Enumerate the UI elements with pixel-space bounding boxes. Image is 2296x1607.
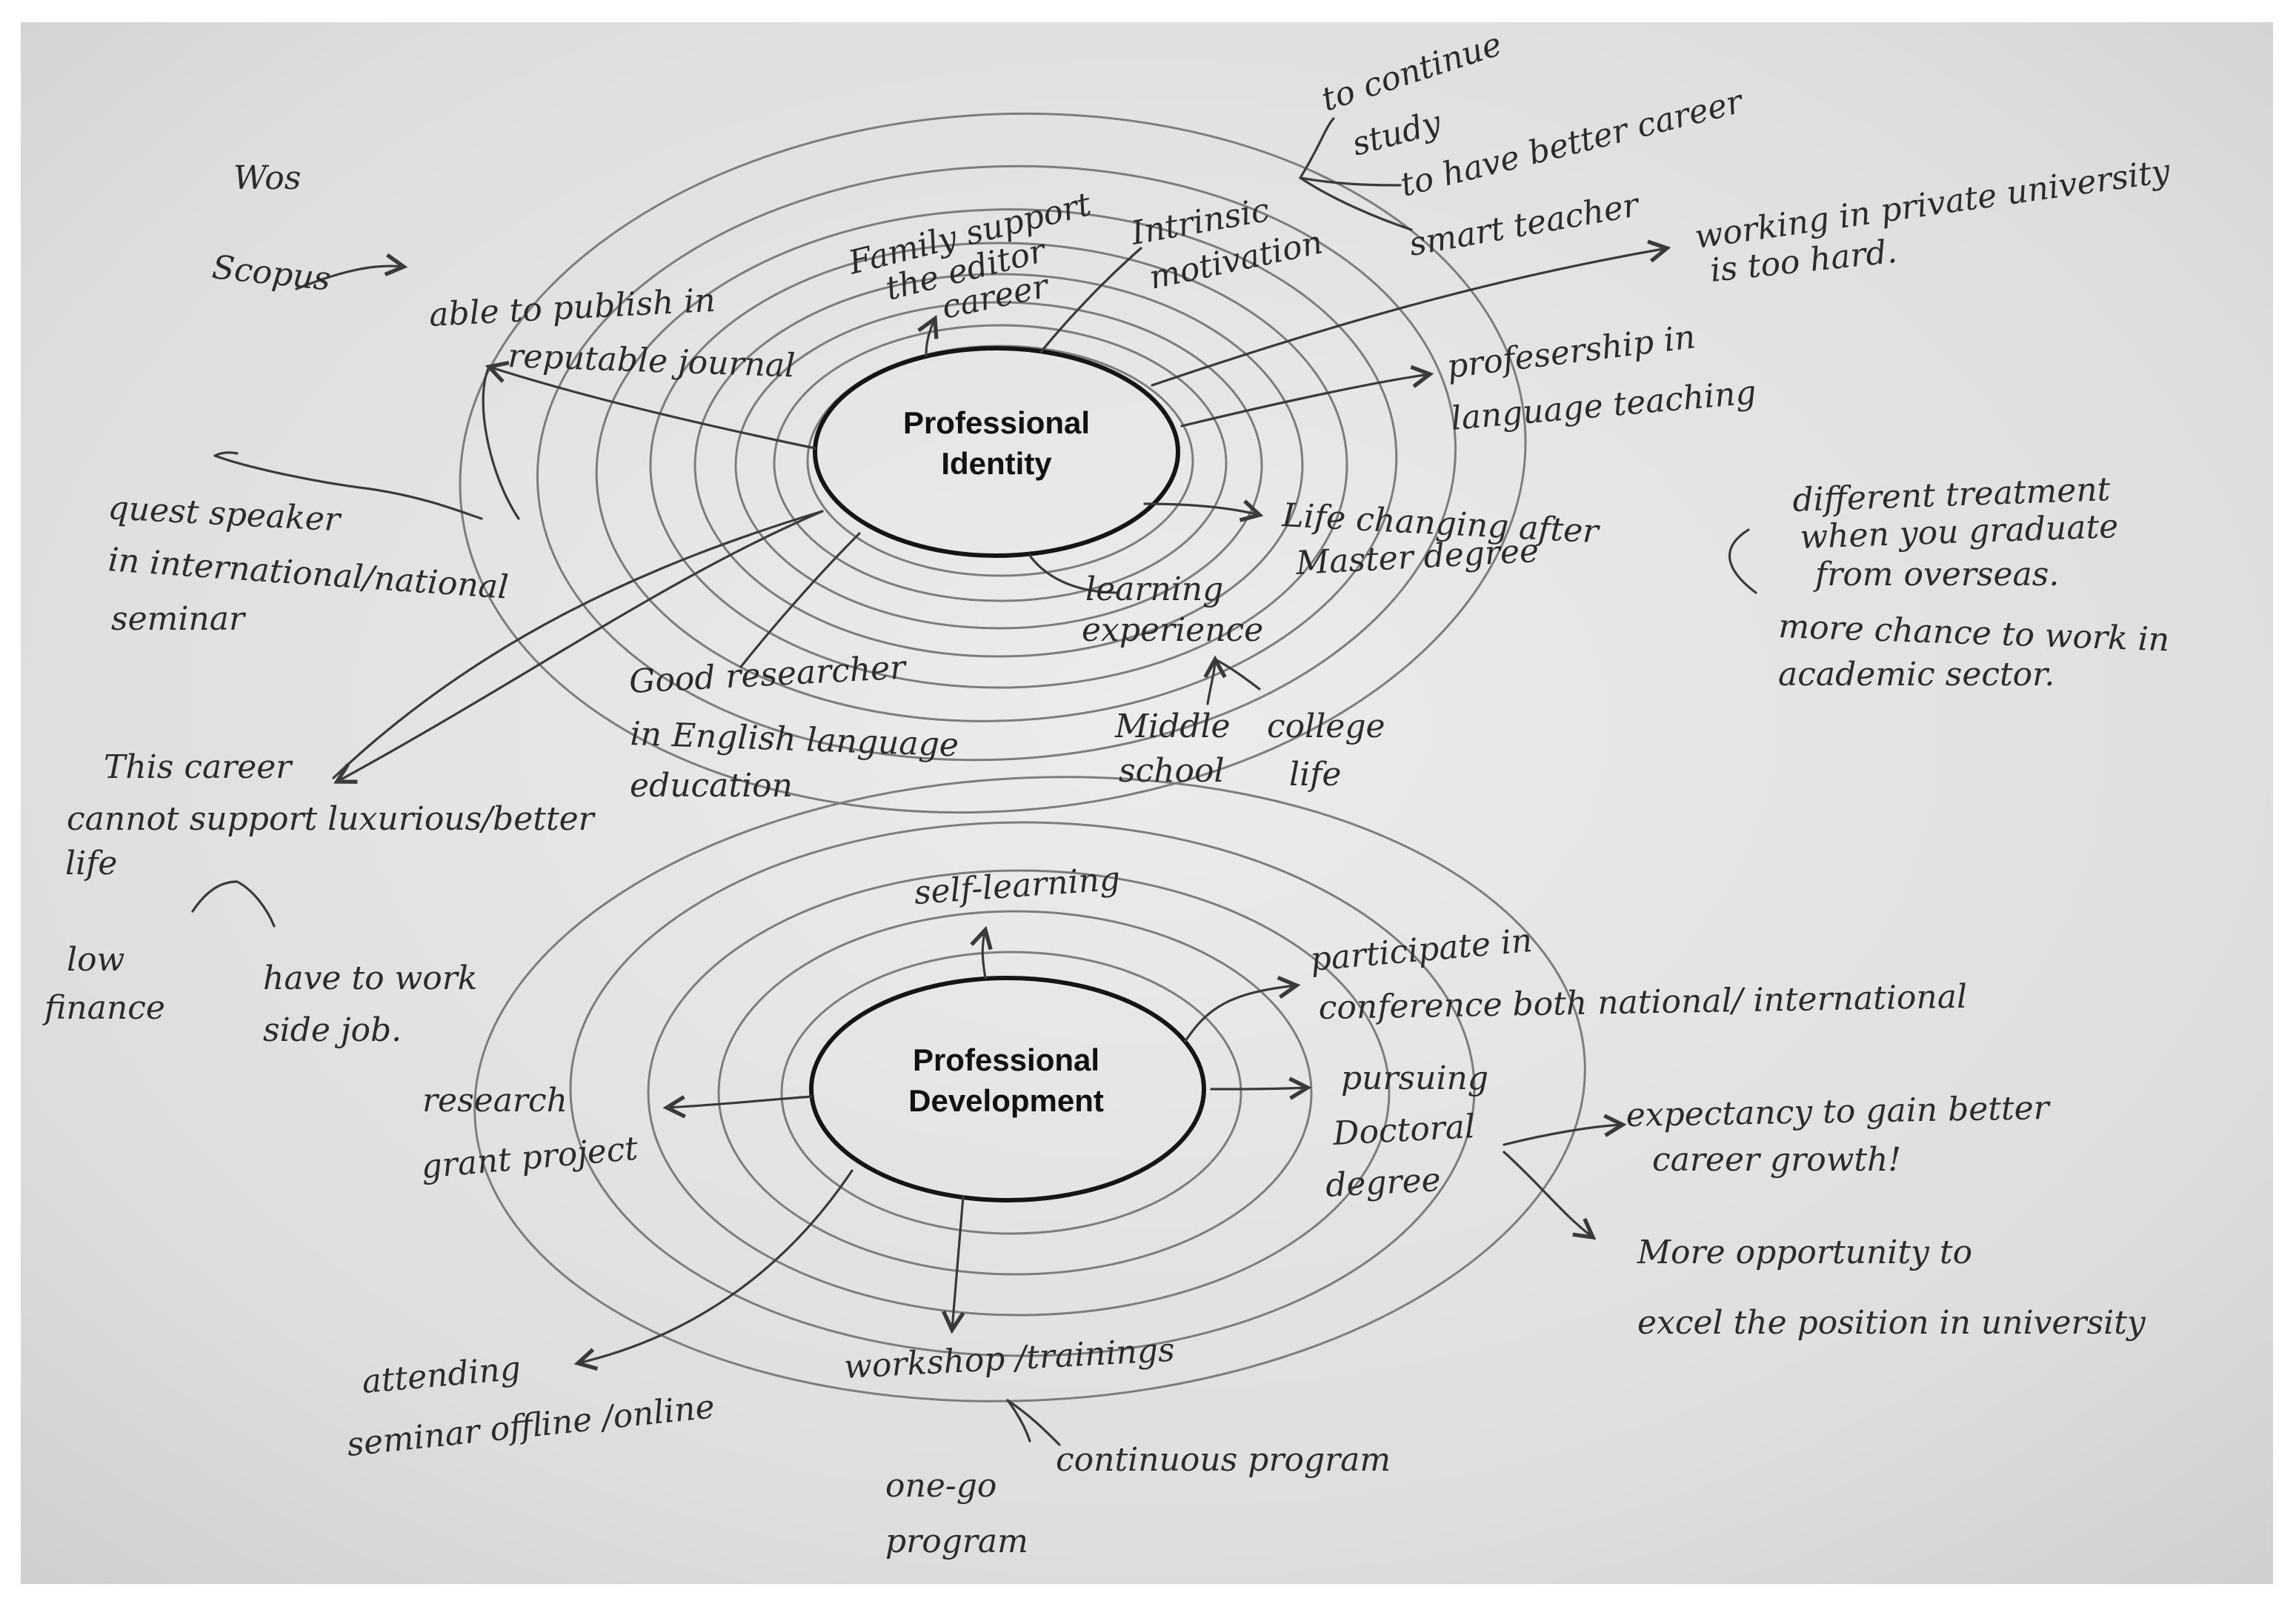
degree-label: degree xyxy=(1325,1161,1442,1205)
research-grant-label: research xyxy=(422,1082,568,1119)
identity-center-title: Professional xyxy=(903,405,1090,440)
academic-sector-label: academic sector. xyxy=(1778,656,2054,693)
college-label: college xyxy=(1267,708,1385,745)
career-support-label: This career xyxy=(104,748,293,786)
life-label: life xyxy=(65,845,117,882)
overseas-label: from overseas. xyxy=(1813,556,2059,593)
identity-center-subtitle: Identity xyxy=(941,446,1052,481)
development-connectors xyxy=(578,930,1623,1446)
development-core-ellipse xyxy=(809,976,1206,1202)
side-job-sub-label: side job. xyxy=(263,1011,402,1049)
development-center-subtitle: Development xyxy=(908,1083,1104,1118)
one-go-label: one-go xyxy=(885,1467,996,1505)
career-growth-label: career growth! xyxy=(1652,1141,1901,1179)
identity-rings xyxy=(459,112,1527,814)
school-label: school xyxy=(1119,752,1225,790)
experience-label: experience xyxy=(1082,611,1263,649)
education-label: education xyxy=(630,767,793,805)
college-life-label: life xyxy=(1289,756,1341,793)
excel-position-label: excel the position in university xyxy=(1637,1304,2146,1342)
low-finance-label: low xyxy=(67,941,124,979)
continuous-program-label: continuous program xyxy=(1056,1441,1391,1479)
luxurious-life-label: cannot support luxurious/better xyxy=(67,800,596,838)
seminar-label: seminar xyxy=(111,600,247,638)
expectancy-label: expectancy to gain better xyxy=(1625,1089,2052,1134)
identity-core-ellipse xyxy=(813,346,1180,558)
development-rings xyxy=(473,776,1586,1403)
wos-label: Wos xyxy=(233,159,301,197)
middle-school-label: Middle xyxy=(1114,708,1231,745)
doctoral-label: Doctoral xyxy=(1331,1108,1476,1153)
more-opportunity-label: More opportunity to xyxy=(1637,1234,1972,1271)
one-go-program-label: program xyxy=(885,1523,1028,1560)
paper-sheet xyxy=(21,22,2273,1584)
finance-label: finance xyxy=(42,989,165,1027)
development-center-title: Professional xyxy=(913,1042,1099,1077)
identity-connectors xyxy=(213,248,1667,782)
pursuing-label: pursuing xyxy=(1341,1059,1488,1097)
side-job-label: have to work xyxy=(263,959,477,997)
identity-branch-lines xyxy=(191,117,1757,928)
learning-label: learning xyxy=(1085,570,1223,608)
